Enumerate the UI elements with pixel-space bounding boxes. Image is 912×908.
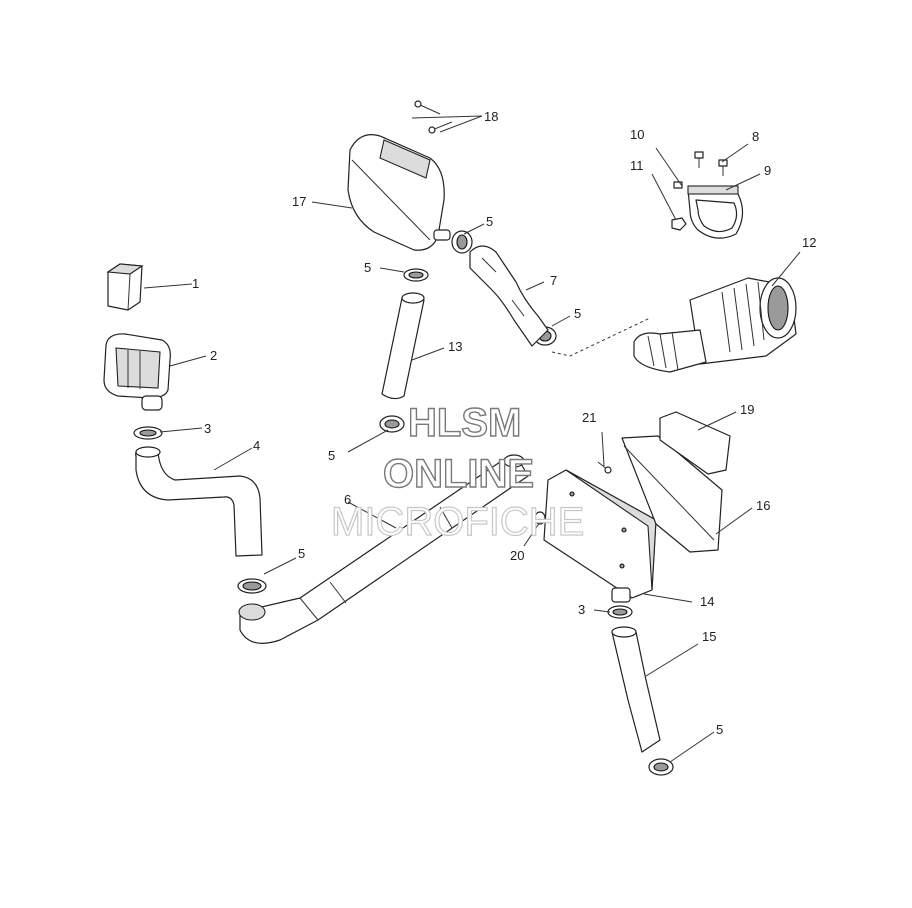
part-5-clamp-d <box>379 415 405 433</box>
part-9-strap-band <box>687 185 744 239</box>
callout-7: 7 <box>550 273 557 288</box>
watermark-line-3: MICROFICHE <box>331 500 584 544</box>
callout-3-upper: 3 <box>204 421 211 436</box>
part-5-clamp-a <box>403 268 429 282</box>
part-14-muffler <box>543 469 657 603</box>
part-20-washer <box>534 511 546 525</box>
callout-18: 18 <box>484 109 498 124</box>
callout-5-b: 5 <box>364 260 371 275</box>
part-7-hose <box>469 245 549 347</box>
callout-21: 21 <box>582 410 596 425</box>
part-6-long-tube <box>238 454 529 644</box>
callout-8: 8 <box>752 129 759 144</box>
callout-labels: 1 2 3 4 18 17 5 5 7 5 13 5 6 5 10 11 8 9… <box>192 109 816 737</box>
part-2-filter-housing <box>103 333 171 411</box>
part-5-clamp-f <box>648 758 674 776</box>
callout-20: 20 <box>510 548 524 563</box>
part-21-bolt <box>597 461 612 474</box>
watermark: HLSM ONLINE MICROFICHE <box>330 400 585 544</box>
part-11-nut <box>671 181 687 231</box>
callout-5-c: 5 <box>574 306 581 321</box>
part-8-bolt <box>718 159 728 176</box>
callout-13: 13 <box>448 339 462 354</box>
callout-16: 16 <box>756 498 770 513</box>
part-3-clamp-lower <box>607 605 633 619</box>
callout-14: 14 <box>700 594 714 609</box>
callout-9: 9 <box>764 163 771 178</box>
callout-2: 2 <box>210 348 217 363</box>
callout-1: 1 <box>192 276 199 291</box>
callout-3-lower: 3 <box>578 602 585 617</box>
watermark-line-2: ONLINE <box>383 452 534 496</box>
callout-15: 15 <box>702 629 716 644</box>
callout-12: 12 <box>802 235 816 250</box>
callout-10: 10 <box>630 127 644 142</box>
part-17-tank <box>347 134 451 251</box>
part-4-elbow-hose <box>135 446 263 557</box>
part-5-clamp-e <box>237 578 267 594</box>
callout-19: 19 <box>740 402 754 417</box>
part-1-block <box>106 263 144 311</box>
part-18-studs <box>414 100 453 134</box>
callout-17: 17 <box>292 194 306 209</box>
callout-6: 6 <box>344 492 351 507</box>
part-16-heat-shield <box>621 435 723 553</box>
callout-4: 4 <box>253 438 260 453</box>
part-15-tailpipe <box>611 626 661 753</box>
part-10-bolt <box>694 151 704 168</box>
part-5-clamp-b <box>451 230 473 254</box>
part-3-clamp-upper <box>133 426 163 440</box>
callout-5-d: 5 <box>328 448 335 463</box>
watermark-line-1: HLSM <box>408 401 521 445</box>
callout-11: 11 <box>630 158 644 173</box>
part-19-pad <box>659 411 731 475</box>
dashed-connection-line <box>551 317 651 357</box>
callout-5-a: 5 <box>486 214 493 229</box>
callout-5-e: 5 <box>298 546 305 561</box>
part-13-tube <box>381 292 425 400</box>
leader-lines <box>143 115 801 763</box>
part-12-air-cleaner <box>633 277 797 373</box>
callout-5-f: 5 <box>716 722 723 737</box>
